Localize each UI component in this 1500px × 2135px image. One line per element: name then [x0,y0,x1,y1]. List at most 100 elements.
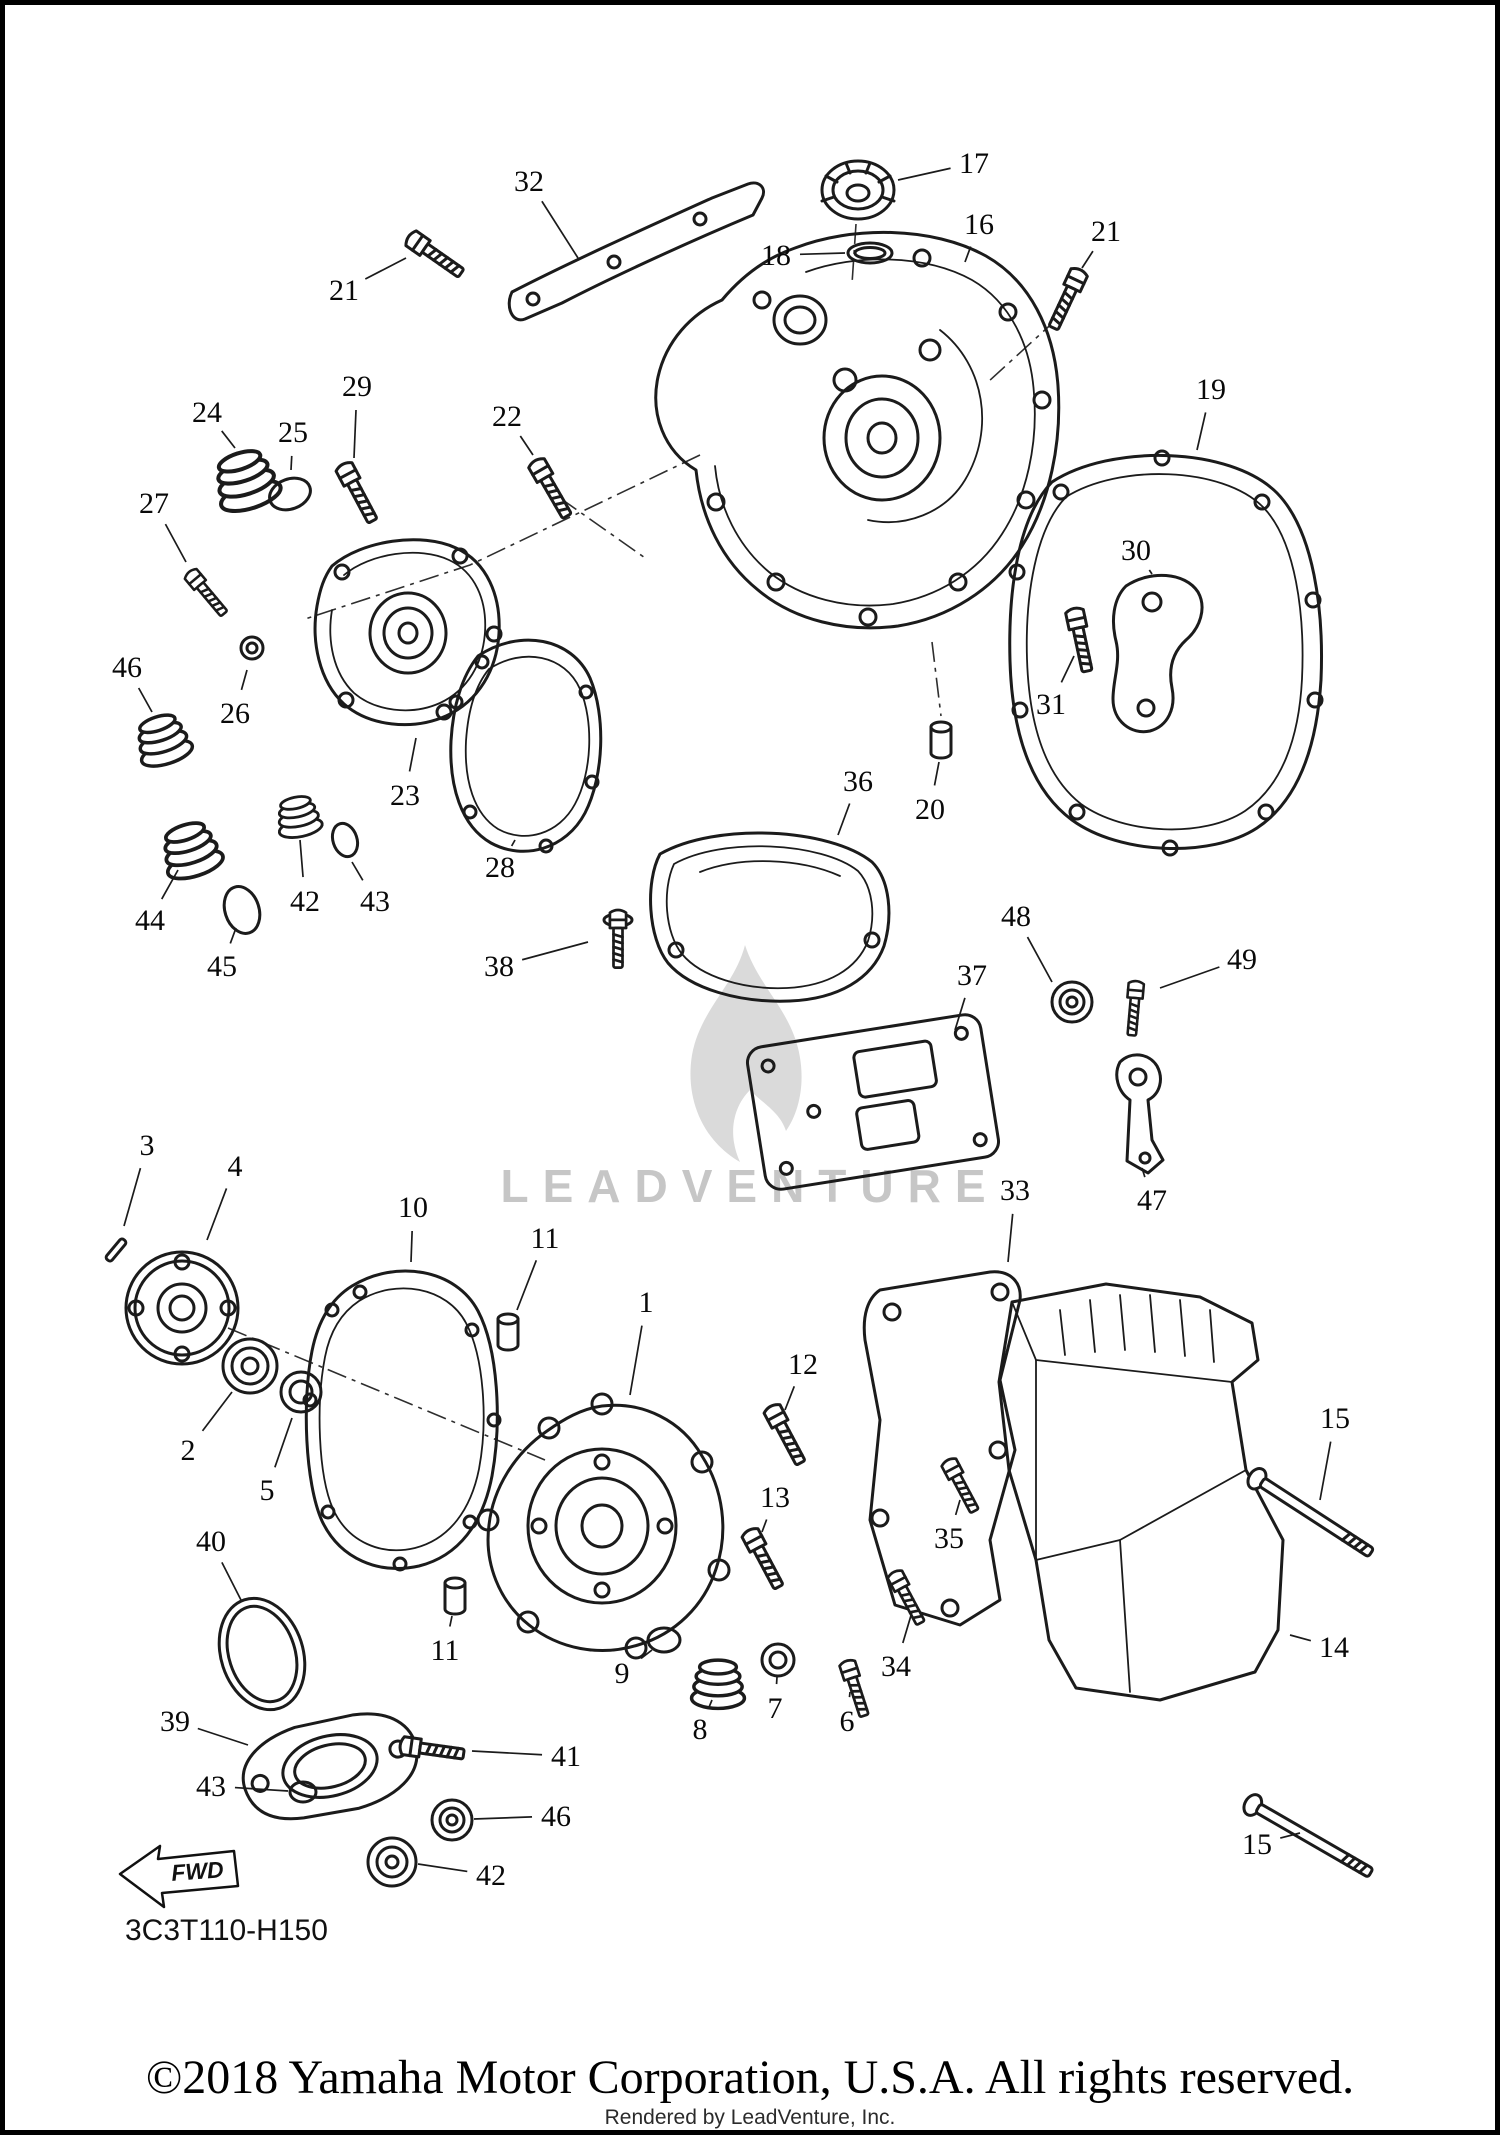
leader-line-23-16 [408,737,417,772]
part-callout-40: 40 [196,1525,226,1558]
generator-cover-1 [476,1392,731,1660]
leader-line-26-15 [240,669,248,691]
leader-line-36-17 [837,803,851,836]
leader-line-45-23 [229,927,237,944]
part-callout-47: 47 [1137,1184,1167,1217]
bolt-49 [1122,979,1146,1038]
part-callout-28: 28 [485,851,515,884]
fwd-label: FWD [170,1856,224,1886]
leader-line-14-45 [1289,1634,1312,1642]
leader-line-4-30 [206,1188,228,1241]
leader-line-38-26 [521,941,589,961]
washer-26 [239,635,265,661]
part-callout-45: 45 [207,950,237,983]
collar-11-bottom [443,1576,467,1616]
leader-line-31-13 [1060,655,1075,683]
bolt-12 [761,1400,811,1469]
fwd-arrow-icon [118,1844,240,1909]
part-callout-34: 34 [881,1650,911,1683]
panel-33 [862,1270,1022,1627]
leader-line-21-5 [364,257,407,280]
bearing-2 [221,1337,279,1395]
bracket-32 [507,181,765,322]
part-callout-5: 5 [260,1474,275,1507]
leader-line-27-11 [164,523,187,563]
part-callout-6: 6 [840,1705,855,1738]
part-callout-3: 3 [140,1129,155,1162]
part-callout-33: 33 [1000,1174,1030,1207]
leader-line-43-51 [234,1786,289,1792]
bolt-29 [333,458,383,527]
leader-line-35-39 [954,1499,961,1516]
plug-42-top [271,791,326,843]
part-callout-8: 8 [693,1713,708,1746]
part-callout-7: 7 [768,1692,783,1725]
leader-line-48-24 [1026,936,1053,983]
part-callout-38: 38 [484,950,514,983]
leader-line-42-53 [417,1863,468,1873]
bolt-21-right [1043,264,1091,334]
leader-line-15-40 [1319,1441,1332,1501]
leader-line-8-46 [708,1699,713,1708]
leader-line-30-12 [1148,569,1153,575]
part-callout-21: 21 [329,274,359,307]
leader-line-49-25 [1159,966,1220,989]
leader-line-40-41 [221,1562,243,1603]
part-callout-22: 22 [492,400,522,433]
leader-line-29-6 [353,409,357,459]
leader-line-11-32 [516,1260,538,1311]
collar-20 [929,720,953,760]
oring-25 [268,476,312,512]
leader-line-39-49 [197,1727,249,1746]
gasket-19 [1008,449,1324,857]
leader-line-3-29 [123,1167,142,1227]
washer-7 [760,1642,796,1678]
leader-line-16-3 [964,246,972,263]
part-callout-42: 42 [476,1859,506,1892]
plate-39 [241,1712,419,1821]
leader-line-1-34 [629,1325,643,1396]
bolt-22 [525,454,577,523]
leader-line-12-35 [784,1386,796,1411]
leader-line-32-0 [541,200,579,259]
part-callout-4: 4 [228,1150,243,1183]
part-callout-12: 12 [788,1348,818,1381]
leader-line-46-52 [473,1816,533,1820]
leader-line-17-1 [897,167,951,181]
part-callout-43: 43 [360,885,390,918]
part-callout-2: 2 [181,1434,196,1467]
part-callout-27: 27 [139,487,169,520]
leader-line-2-36 [201,1391,233,1432]
part-callout-11: 11 [431,1634,460,1667]
oring-18 [846,241,894,265]
part-callout-14: 14 [1319,1631,1349,1664]
filler-cap-17 [820,159,896,221]
leader-line-24-7 [221,430,236,449]
bolt-41 [397,1734,467,1765]
part-callout-41: 41 [551,1740,581,1773]
part-callout-44: 44 [135,904,165,937]
washer-5 [279,1370,323,1414]
part-callout-21: 21 [1091,215,1121,248]
bracket-47 [1115,1053,1165,1175]
part-callout-32: 32 [514,165,544,198]
plate-37 [745,1013,1001,1191]
bolt-35 [939,1454,984,1517]
part-callout-17: 17 [959,147,989,180]
leader-line-18-2 [799,252,846,256]
gasket-28 [448,638,603,854]
part-callout-36: 36 [843,765,873,798]
flange-4 [124,1250,240,1366]
part-callout-24: 24 [192,396,222,429]
part-callout-39: 39 [160,1705,190,1738]
bracket-30 [1111,573,1204,734]
gasket-10 [302,1269,502,1572]
part-callout-20: 20 [915,793,945,826]
leader-line-43-21 [351,861,364,881]
part-callout-46: 46 [541,1800,571,1833]
leader-line-10-31 [410,1230,413,1263]
grommet-48 [1050,980,1094,1024]
leader-line-22-9 [519,435,534,456]
plug-46-bottom [430,1798,474,1842]
plug-44 [153,814,229,887]
